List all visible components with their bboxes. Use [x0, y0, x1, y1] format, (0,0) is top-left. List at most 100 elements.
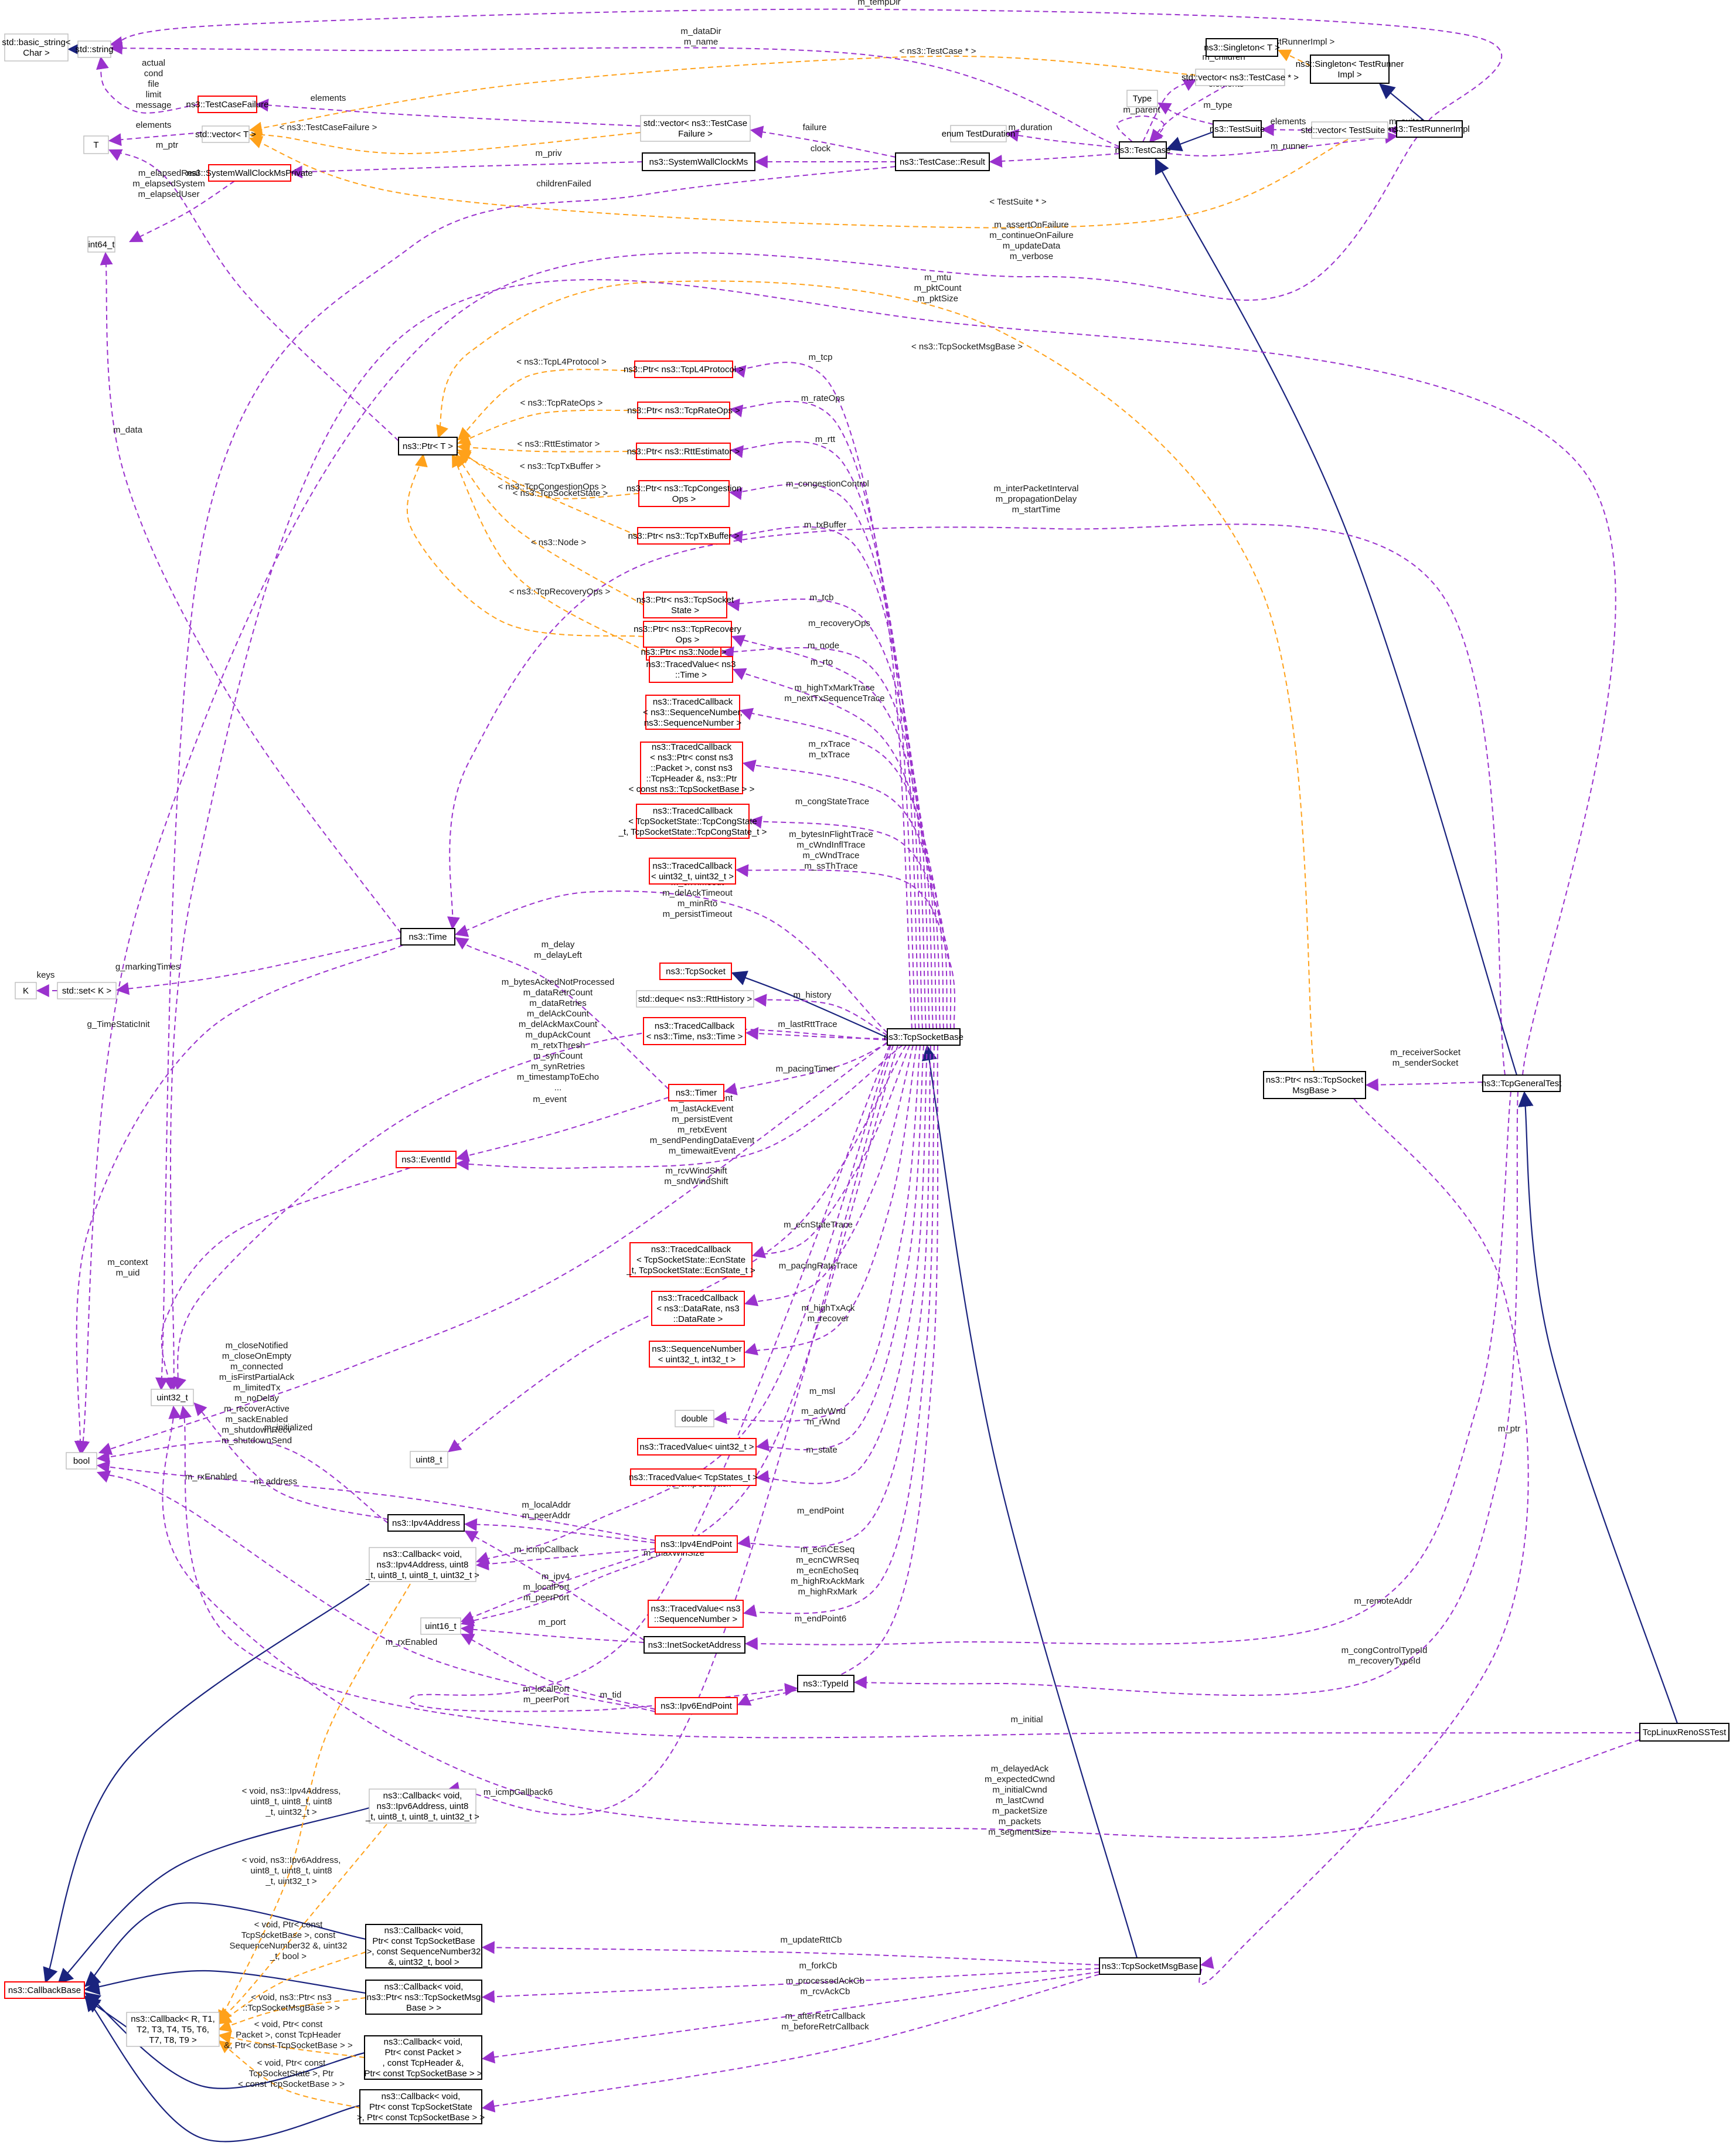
node-std-basic-string[interactable]: std::basic_string<Char > [2, 33, 71, 62]
node-tracedcallback-uint32[interactable]: ns3::TracedCallback< uint32_t, uint32_t … [649, 858, 736, 885]
node-t[interactable]: T [83, 135, 109, 154]
node-bool[interactable]: bool [66, 1452, 97, 1470]
node-callback-r-t1-t9[interactable]: ns3::Callback< R, T1,T2, T3, T4, T5, T6,… [126, 2012, 220, 2047]
node-std-basic-string-box[interactable] [4, 33, 69, 62]
node-tracedvalue-uint32[interactable]: ns3::TracedValue< uint32_t > [637, 1438, 757, 1456]
node-enum-testduration[interactable]: enum TestDuration [942, 125, 1016, 142]
node-double-box[interactable] [675, 1410, 714, 1427]
node-std-string[interactable]: std::string [75, 40, 114, 58]
node-callback-ipv6[interactable]: ns3::Callback< void,ns3::Ipv6Address, ui… [365, 1788, 479, 1824]
node-callback-msgbase[interactable]: ns3::Callback< void,ns3::Ptr< ns3::TcpSo… [365, 1980, 482, 2015]
node-ptr-tcprateops-box[interactable] [637, 402, 730, 419]
node-testsuite[interactable]: ns3::TestSuite [1210, 120, 1265, 138]
node-typeid-box[interactable] [797, 1675, 854, 1692]
node-uint8-t[interactable]: uint8_t [410, 1451, 448, 1468]
node-tcpsocketmsgbase[interactable]: ns3::TcpSocketMsgBase [1099, 1957, 1201, 1975]
node-systemwallclockms-box[interactable] [642, 152, 755, 171]
node-tcpsocketbase[interactable]: ns3::TcpSocketBase [884, 1028, 963, 1046]
node-tcpsocketmsgbase-box[interactable] [1099, 1957, 1201, 1975]
node-ptr-tcptxbuffer-box[interactable] [637, 527, 730, 545]
node-uint16-t[interactable]: uint16_t [420, 1617, 461, 1635]
node-vector-testsuite-ptr[interactable]: std::vector< TestSuite * > [1301, 121, 1399, 139]
node-tracedcallback-congstate[interactable]: ns3::TracedCallback< TcpSocketState::Tcp… [618, 804, 767, 839]
node-uint32-t[interactable]: uint32_t [151, 1389, 194, 1406]
node-deque-rtthistory-box[interactable] [636, 990, 754, 1008]
node-callback-state[interactable]: ns3::Callback< void,Ptr< const TcpSocket… [357, 2089, 485, 2124]
node-testrunnerimpl-box[interactable] [1396, 120, 1463, 138]
node-bool-box[interactable] [66, 1452, 97, 1470]
node-eventid[interactable]: ns3::EventId [396, 1151, 457, 1168]
node-ptr-tcpl4protocol[interactable]: ns3::Ptr< ns3::TcpL4Protocol > [624, 361, 744, 378]
node-testcasefailure-box[interactable] [198, 96, 257, 113]
node-testsuite-box[interactable] [1213, 120, 1262, 138]
node-ipv4address[interactable]: ns3::Ipv4Address [387, 1514, 465, 1532]
node-tracedcallback-ecnstate-box[interactable] [629, 1242, 753, 1277]
node-testcase[interactable]: ns3::TestCase [1115, 141, 1171, 159]
node-ipv6endpoint-box[interactable] [655, 1697, 738, 1715]
node-tracedvalue-seqnum-box[interactable] [648, 1600, 744, 1628]
node-callbackbase[interactable]: ns3::CallbackBase [4, 1981, 85, 1999]
node-sequencenumber[interactable]: ns3::SequenceNumber< uint32_t, int32_t > [649, 1341, 745, 1368]
node-ptr-t-box[interactable] [398, 437, 458, 455]
node-int64-t[interactable]: int64_t [87, 236, 115, 253]
node-ipv4endpoint[interactable]: ns3::Ipv4EndPoint [655, 1535, 738, 1553]
node-eventid-box[interactable] [396, 1151, 457, 1168]
node-tcpgeneraltest[interactable]: ns3::TcpGeneralTest [1482, 1074, 1562, 1092]
node-ipv6endpoint[interactable]: ns3::Ipv6EndPoint [655, 1697, 738, 1715]
node-typeid[interactable]: ns3::TypeId [797, 1675, 854, 1692]
node-inetsocketaddress-box[interactable] [644, 1636, 745, 1654]
node-tracedcallback-time-time[interactable]: ns3::TracedCallback< ns3::Time, ns3::Tim… [643, 1017, 746, 1045]
node-callback-ipv6-box[interactable] [369, 1788, 476, 1824]
node-tracedvalue-uint32-box[interactable] [637, 1438, 757, 1456]
node-tracedcallback-uint32-box[interactable] [649, 858, 736, 885]
node-tracedcallback-datarate-box[interactable] [651, 1291, 745, 1326]
node-sequencenumber-box[interactable] [649, 1341, 745, 1368]
node-testcase-box[interactable] [1119, 141, 1167, 159]
node-singleton-testrunnerimpl-box[interactable] [1310, 55, 1390, 84]
node-uint32-t-box[interactable] [151, 1389, 194, 1406]
node-callback-seqnum-box[interactable] [365, 1924, 482, 1968]
node-callback-msgbase-box[interactable] [365, 1980, 482, 2015]
node-ipv4endpoint-box[interactable] [655, 1535, 738, 1553]
node-tracedvalue-time-box[interactable] [649, 656, 733, 683]
node-testrunnerimpl[interactable]: ns3::TestRunnerImpl [1389, 120, 1470, 138]
node-timer[interactable]: ns3::Timer [668, 1084, 724, 1101]
node-tracedcallback-datarate[interactable]: ns3::TracedCallback< ns3::DataRate, ns3:… [651, 1291, 745, 1326]
node-systemwallclockmsprivate-box[interactable] [208, 164, 291, 182]
node-testcase-result[interactable]: ns3::TestCase::Result [895, 152, 990, 171]
node-enum-testduration-box[interactable] [950, 125, 1007, 142]
node-tracedcallback-packet[interactable]: ns3::TracedCallback< ns3::Ptr< const ns3… [629, 742, 755, 794]
node-ptr-tcpcongestionops-box[interactable] [638, 480, 730, 507]
node-callback-seqnum[interactable]: ns3::Callback< void,Ptr< const TcpSocket… [365, 1924, 482, 1968]
node-systemwallclockms[interactable]: ns3::SystemWallClockMs [642, 152, 755, 171]
node-tracedvalue-tcpstates[interactable]: ns3::TracedValue< TcpStates_t > [629, 1468, 758, 1486]
node-callback-packet[interactable]: ns3::Callback< void,Ptr< const Packet >,… [364, 2035, 482, 2080]
node-callback-state-box[interactable] [359, 2089, 482, 2124]
node-vector-testcasefailure-box[interactable] [640, 115, 751, 142]
node-testcase-result-box[interactable] [895, 152, 990, 171]
node-callback-ipv4[interactable]: ns3::Callback< void,ns3::Ipv4Address, ui… [365, 1547, 479, 1582]
node-ptr-tcprecoveryops-box[interactable] [643, 621, 732, 648]
node-type[interactable]: Type [1126, 90, 1158, 107]
node-tcpgeneraltest-box[interactable] [1482, 1074, 1561, 1092]
node-ptr-t[interactable]: ns3::Ptr< T > [398, 437, 458, 455]
node-callback-r-t1-t9-box[interactable] [126, 2012, 220, 2047]
node-singleton-t-box[interactable] [1206, 38, 1278, 57]
node-ptr-tcpsocketmsgbase-box[interactable] [1263, 1071, 1366, 1099]
node-tcpsocket-box[interactable] [659, 963, 732, 980]
node-tcpsocket[interactable]: ns3::TcpSocket [659, 963, 732, 980]
node-timer-box[interactable] [668, 1084, 724, 1101]
node-tracedcallback-time-time-box[interactable] [643, 1017, 746, 1045]
node-callbackbase-box[interactable] [4, 1981, 85, 1999]
node-deque-rtthistory[interactable]: std::deque< ns3::RttHistory > [636, 990, 754, 1008]
node-std-string-box[interactable] [77, 40, 111, 58]
node-ptr-rttestimator-box[interactable] [636, 443, 731, 460]
node-ptr-rttestimator[interactable]: ns3::Ptr< ns3::RttEstimator > [627, 443, 740, 460]
node-std-set-k-box[interactable] [57, 982, 117, 999]
node-tcpsocketbase-box[interactable] [887, 1028, 961, 1046]
